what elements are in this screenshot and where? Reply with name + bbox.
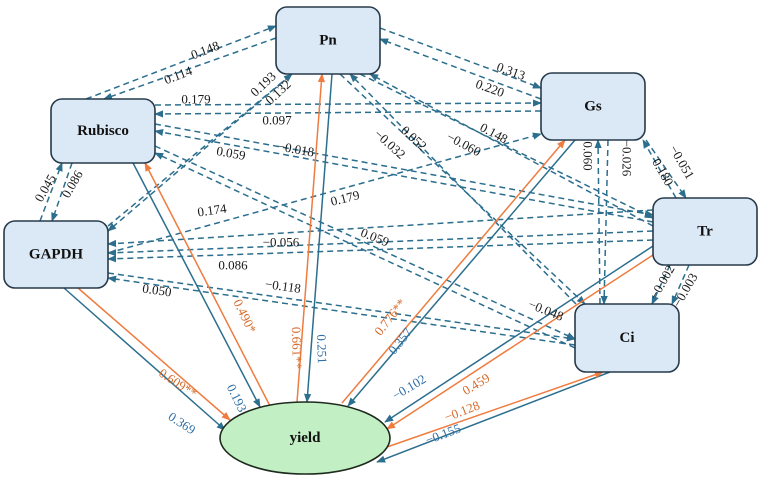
edge-yield-to-tr bbox=[386, 254, 654, 430]
node-shape-tr bbox=[652, 197, 758, 266]
edge-label-gapdh-to-yield: 0.369 bbox=[166, 409, 199, 438]
edge-gapdh-to-gs bbox=[107, 132, 542, 254]
edge-pn-to-ci bbox=[339, 73, 586, 305]
edge-tr-to-gs bbox=[642, 139, 677, 199]
node-shape-pn bbox=[275, 6, 381, 75]
edge-label-ci-to-gapdh: −0.118 bbox=[264, 276, 302, 296]
edge-label-rubisco-to-tr: −0.018 bbox=[277, 138, 316, 159]
edges-layer bbox=[39, 25, 690, 463]
edge-label-gapdh-to-tr: 0.086 bbox=[218, 258, 248, 273]
node-pn: Pn bbox=[275, 6, 381, 75]
node-label-pn: Pn bbox=[319, 33, 337, 49]
edge-label-pn-to-gs: 0.313 bbox=[495, 59, 528, 83]
edge-tr-to-gapdh bbox=[107, 209, 654, 248]
edge-ci-to-gs bbox=[594, 139, 602, 305]
edge-ci-to-tr bbox=[671, 264, 690, 305]
node-ci: Ci bbox=[574, 303, 680, 373]
node-label-ci: Ci bbox=[620, 330, 635, 346]
edge-yield-to-pn bbox=[296, 73, 325, 403]
edge-rubisco-to-ci bbox=[154, 145, 576, 340]
edge-ci-to-rubisco bbox=[154, 152, 576, 349]
edge-tr-to-ci bbox=[651, 264, 671, 305]
edge-label-rubisco-to-gs: 0.179 bbox=[181, 92, 210, 107]
edge-ci-to-gapdh bbox=[107, 275, 576, 346]
edge-label-ci-to-tr: −0.003 bbox=[669, 270, 700, 309]
edge-label-pn-to-rubisco: 0.114 bbox=[162, 63, 195, 87]
node-label-tr: Tr bbox=[697, 224, 713, 240]
edge-rubisco-to-tr bbox=[154, 123, 654, 218]
edge-label-rubisco-to-gapdh: 0.086 bbox=[58, 167, 86, 200]
edge-label-pn-to-yield: 0.251 bbox=[314, 334, 330, 364]
edge-gs-to-rubisco bbox=[154, 110, 542, 118]
edge-label-gs-to-rubisco: 0.097 bbox=[262, 113, 292, 128]
node-gs: Gs bbox=[540, 72, 646, 141]
edge-gapdh-to-yield bbox=[63, 287, 226, 431]
edge-pn-to-yield bbox=[304, 73, 333, 403]
edge-ci-to-pn bbox=[349, 73, 577, 305]
edge-gs-to-ci bbox=[600, 139, 609, 305]
edge-label-gapdh-to-ci: 0.050 bbox=[141, 281, 172, 300]
edge-label-gs-to-ci: −0.026 bbox=[620, 140, 635, 177]
edge-label-tr-to-gapdh: 0.179 bbox=[329, 187, 361, 209]
node-shape-ci bbox=[574, 303, 680, 373]
node-tr: Tr bbox=[652, 197, 758, 266]
node-label-gapdh: GAPDH bbox=[29, 247, 83, 263]
node-shape-gapdh bbox=[3, 220, 109, 289]
edge-pn-to-rubisco bbox=[103, 37, 277, 100]
edge-tr-to-yield bbox=[384, 245, 654, 423]
edge-gapdh-to-tr bbox=[107, 239, 654, 263]
edge-label-yield-to-gapdh: 0.609** bbox=[156, 365, 200, 401]
edge-label-yield-to-tr: 0.459 bbox=[460, 370, 493, 398]
node-yield: yield bbox=[219, 401, 391, 475]
edge-gs-to-yield bbox=[347, 139, 576, 407]
edge-ci-to-yield bbox=[376, 371, 611, 463]
node-shape-yield bbox=[219, 401, 391, 475]
node-shape-rubisco bbox=[50, 98, 156, 164]
edge-gs-to-pn bbox=[379, 38, 542, 100]
edge-pn-to-tr bbox=[359, 73, 654, 219]
edge-tr-to-gapdh bbox=[107, 230, 654, 257]
node-rubisco: Rubisco bbox=[50, 98, 156, 164]
edge-label-yield-to-rubisco: 0.490* bbox=[230, 297, 259, 336]
edge-pn-to-gapdh bbox=[107, 73, 293, 232]
edge-yield-to-gs bbox=[341, 139, 566, 404]
edge-label-rubisco-to-yield: 0.193 bbox=[224, 382, 250, 415]
node-label-yield: yield bbox=[290, 430, 321, 446]
edge-label-rubisco-to-ci: 0.059 bbox=[359, 225, 392, 250]
edge-gapdh-to-ci bbox=[107, 272, 576, 342]
edge-label-ci-to-yield: −0.155 bbox=[423, 420, 463, 447]
node-shape-gs bbox=[540, 72, 646, 141]
edge-label-ci-to-gs: 0.060 bbox=[581, 141, 596, 170]
edge-rubisco-to-pn bbox=[85, 25, 277, 100]
node-label-gs: Gs bbox=[584, 99, 602, 115]
node-gapdh: GAPDH bbox=[3, 220, 109, 289]
edge-label-tr-to-rubisco: 0.059 bbox=[215, 143, 246, 163]
edge-yield-to-gapdh bbox=[77, 287, 231, 421]
edge-rubisco-to-gapdh bbox=[51, 162, 73, 222]
edge-rubisco-to-gs bbox=[154, 99, 542, 107]
edge-tr-to-rubisco bbox=[154, 128, 654, 223]
edge-gapdh-to-rubisco bbox=[39, 162, 63, 222]
node-label-rubisco: Rubisco bbox=[77, 123, 129, 139]
edge-label-pn-to-tr: 0.148 bbox=[478, 120, 511, 147]
edge-yield-to-ci bbox=[386, 371, 604, 448]
edge-label-tr-to-pn: −0.060 bbox=[444, 129, 483, 159]
edge-gs-to-tr bbox=[645, 139, 687, 199]
edge-label-gapdh-to-rubisco: 0.045 bbox=[31, 172, 59, 205]
edge-rubisco-to-yield bbox=[132, 162, 261, 408]
edge-yield-to-rubisco bbox=[144, 162, 271, 407]
edge-pn-to-gs bbox=[379, 27, 542, 89]
edge-label-gapdh-to-gs: 0.174 bbox=[196, 200, 228, 219]
edge-label-tr-to-gapdh: −0.056 bbox=[263, 235, 300, 250]
edge-label-yield-to-pn: 0.661** bbox=[289, 327, 305, 370]
edge-label-gs-to-pn: 0.220 bbox=[474, 76, 507, 100]
